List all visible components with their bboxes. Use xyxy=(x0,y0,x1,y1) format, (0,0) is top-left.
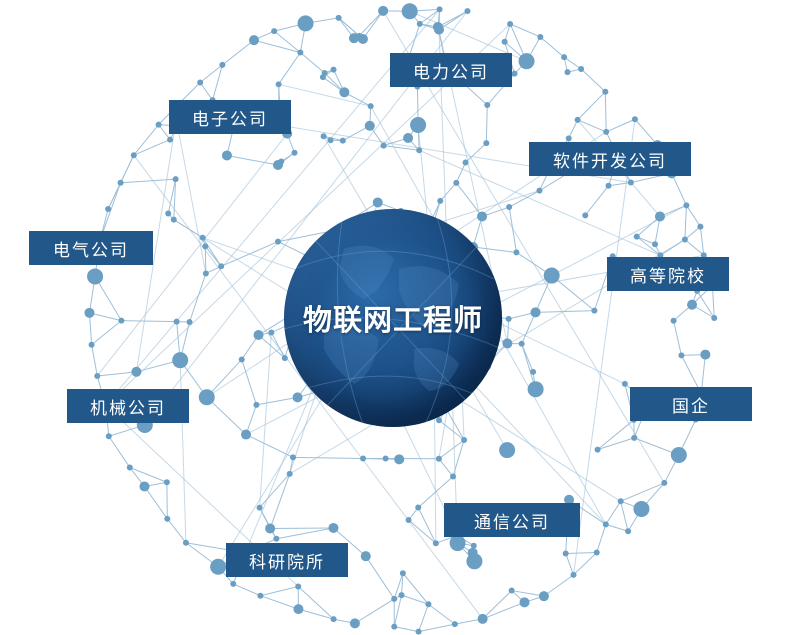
hub-title: 物联网工程师 xyxy=(302,303,483,337)
label-university: 高等院校 xyxy=(607,257,729,291)
central-globe: 物联网工程师 xyxy=(284,209,502,427)
label-electric-power: 电力公司 xyxy=(390,53,512,87)
label-software: 软件开发公司 xyxy=(529,142,691,176)
label-electronics: 电子公司 xyxy=(169,100,291,134)
label-electrical: 电气公司 xyxy=(29,231,153,265)
label-machinery: 机械公司 xyxy=(67,389,189,423)
globe-icon xyxy=(284,209,502,427)
label-telecom: 通信公司 xyxy=(444,503,580,537)
label-state-owned: 国企 xyxy=(630,387,752,421)
label-research: 科研院所 xyxy=(226,543,348,577)
